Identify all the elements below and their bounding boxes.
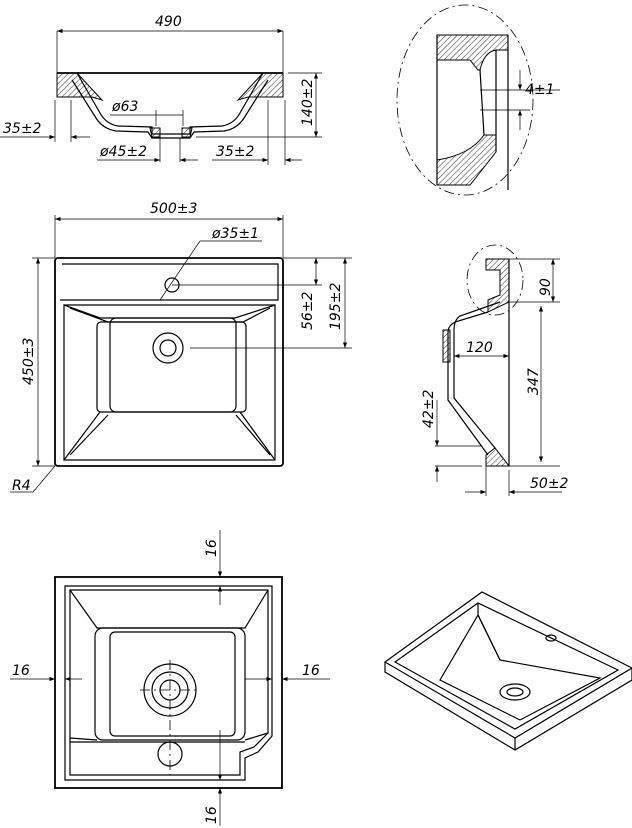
dim-plan-width: 500±3 [150, 201, 197, 217]
plan-view: 56±2 195±2 ø35±1 500±3 450±3 R4 [10, 201, 352, 494]
dim-width-490: 490 [155, 14, 182, 30]
detail-view: 4±1 [396, 4, 560, 196]
dim-overhang-right: 35±2 [216, 144, 255, 160]
dim-drain-outer: ø63 [111, 99, 138, 115]
dim-overhang-left: 35±2 [3, 121, 42, 137]
dim-margin-bottom: 16 [204, 806, 220, 824]
dim-plan-depth: 450±3 [21, 338, 37, 385]
front-section-view: 490 ø63 35±2 ø45±2 35±2 140±2 [0, 14, 322, 165]
dim-height: 140±2 [300, 79, 316, 126]
side-section-view: 90 347 120 42±2 50±2 [421, 244, 569, 496]
dim-corner-radius: R4 [12, 478, 31, 494]
dim-tap-hole: ø35±1 [211, 226, 259, 242]
dim-margin-left: 16 [12, 663, 30, 679]
bottom-view: 16 16 16 16 [10, 530, 330, 826]
dim-margin-top: 16 [204, 539, 220, 557]
dim-gap: 4±1 [525, 82, 555, 98]
dim-rim-height: 90 [538, 278, 554, 296]
dim-bowl-depth: 120 [466, 340, 493, 356]
dim-tap-offset: 56±2 [300, 291, 316, 330]
dim-margin-right: 16 [302, 663, 320, 679]
dim-side-length: 347 [526, 368, 542, 395]
isometric-view [383, 591, 632, 751]
dim-drain-hole: ø45±2 [99, 144, 147, 160]
dim-front-offset: 42±2 [421, 389, 437, 428]
dim-rim-width: 50±2 [530, 476, 569, 492]
dim-drain-offset: 195±2 [328, 283, 344, 330]
